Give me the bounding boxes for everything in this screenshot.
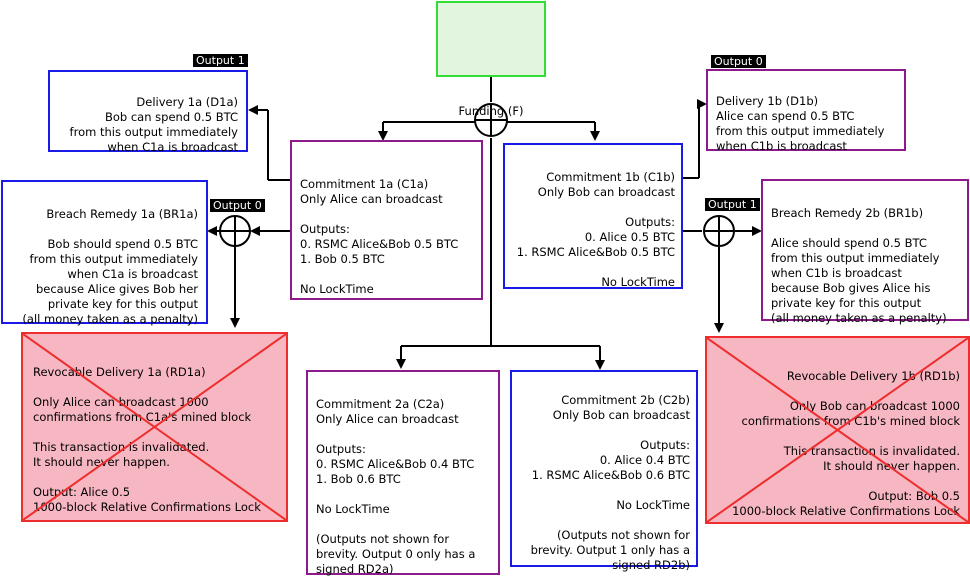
commitment-1a-text: Commitment 1a (C1a) Only Alice can broad… — [300, 177, 459, 296]
commitment-2a-box: Commitment 2a (C2a) Only Alice can broad… — [306, 370, 500, 576]
split-node-right — [703, 215, 735, 247]
commitment-1b-text: Commitment 1b (C1b) Only Bob can broadca… — [516, 170, 675, 289]
breach-remedy-1b-box: Breach Remedy 2b (BR1b) Alice should spe… — [761, 179, 969, 325]
commitment-1b-box: Commitment 1b (C1b) Only Bob can broadca… — [503, 143, 683, 289]
invalidated-cross-icon — [23, 334, 286, 520]
output1-tag-mid: Output 1 — [705, 198, 760, 211]
commitment-2b-box: Commitment 2b (C2b) Only Bob can broadca… — [510, 370, 698, 572]
commitment-2b-text: Commitment 2b (C2b) Only Bob can broadca… — [530, 393, 690, 572]
revocable-delivery-1a-text: Revocable Delivery 1a (RD1a) Only Alice … — [33, 365, 261, 514]
output0-tag-right: Output 0 — [711, 55, 766, 68]
delivery-1a-box: Delivery 1a (D1a) Bob can spend 0.5 BTC … — [48, 70, 248, 154]
output0-tag-mid: Output 0 — [210, 199, 265, 212]
funding-label: Funding (F) — [458, 104, 524, 118]
breach-remedy-1a-box: Breach Remedy 1a (BR1a) Bob should spend… — [1, 180, 208, 326]
revocable-delivery-1b-box: Revocable Delivery 1b (RD1b) Only Bob ca… — [705, 336, 970, 524]
invalidated-cross-icon — [707, 338, 968, 522]
commitment-2a-text: Commitment 2a (C2a) Only Alice can broad… — [316, 397, 476, 576]
delivery-1b-box: Delivery 1b (D1b) Alice can spend 0.5 BT… — [706, 69, 906, 153]
commitment-1a-box: Commitment 1a (C1a) Only Alice can broad… — [290, 140, 483, 300]
split-node-left — [219, 215, 251, 247]
funding-box: Funding (F) — [436, 1, 546, 118]
breach-remedy-1a-text: Breach Remedy 1a (BR1a) Bob should spend… — [22, 207, 198, 326]
revocable-delivery-1a-box: Revocable Delivery 1a (RD1a) Only Alice … — [21, 332, 288, 522]
delivery-1b-text: Delivery 1b (D1b) Alice can spend 0.5 BT… — [716, 94, 885, 153]
breach-remedy-1b-text: Breach Remedy 2b (BR1b) Alice should spe… — [771, 206, 947, 325]
delivery-1a-text: Delivery 1a (D1a) Bob can spend 0.5 BTC … — [69, 95, 238, 154]
revocable-delivery-1b-text: Revocable Delivery 1b (RD1b) Only Bob ca… — [732, 369, 960, 518]
output1-tag-left: Output 1 — [193, 54, 248, 67]
